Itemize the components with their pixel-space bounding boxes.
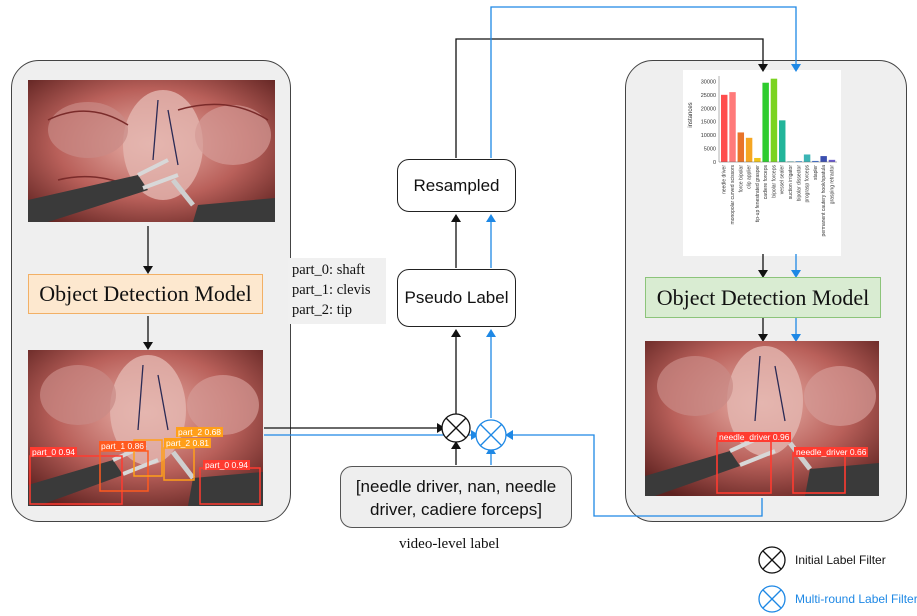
histogram-x-label: monopolar curved scissors <box>730 165 736 225</box>
right-object-detection-model: Object Detection Model <box>645 277 881 318</box>
histogram-bar <box>795 161 803 162</box>
parts-legend-line-2: part_2: tip <box>292 302 353 318</box>
right-detection-1-name: needle_driver <box>719 432 771 442</box>
video-level-label-caption: video-level label <box>399 536 499 553</box>
right-detection-2-score: 0.66 <box>849 447 867 457</box>
histogram-x-label: permanent cautery hook/spatula <box>821 165 827 237</box>
arrow-image-to-left-model <box>143 226 153 274</box>
histogram-bar <box>762 82 769 162</box>
histogram-x-label: force bipolar <box>738 165 744 193</box>
surgical-image-input <box>28 80 275 222</box>
histogram-x-label: bipolar forceps <box>771 165 777 198</box>
surgical-image-instrument-detections <box>645 341 879 496</box>
legend-initial-filter-icon <box>758 546 786 574</box>
left-detection-5-name: part_0 <box>205 460 230 470</box>
histogram-bar <box>803 154 811 162</box>
right-detection-1-score: 0.96 <box>772 432 790 442</box>
histogram-bar <box>820 156 827 162</box>
legend-multi-round-filter-icon <box>758 585 786 613</box>
left-detection-4-score: 0.81 <box>192 438 210 448</box>
left-detection-label-5: part_0 0.94 <box>203 460 251 470</box>
histogram-y-tick: 0 <box>713 160 716 166</box>
histogram-bar <box>729 92 736 162</box>
histogram-x-label: stapler <box>813 165 819 180</box>
left-detection-1-score: 0.94 <box>58 447 76 457</box>
histogram-x-label: bipolar dissector <box>796 165 802 202</box>
surgical-image-part-detections <box>28 350 263 506</box>
class-histogram: 0 5000 10000 15000 20000 25000 30000 instances… <box>683 70 841 256</box>
pseudo-label-box: Pseudo Label <box>397 269 516 327</box>
left-detection-2-score: 0.86 <box>127 441 145 451</box>
histogram-bar <box>779 120 786 162</box>
parts-legend-line-1: part_1: clevis <box>292 282 371 298</box>
left-detection-label-2: part_1 0.86 <box>99 441 147 451</box>
left-detection-4-name: part_2 <box>166 438 191 448</box>
histogram-bar <box>770 78 778 162</box>
histogram-x-label: vessel sealer <box>780 165 786 195</box>
histogram-y-tick: 20000 <box>701 106 716 112</box>
left-detection-3-name: part_2 <box>178 427 203 437</box>
initial-label-filter-icon <box>441 413 471 443</box>
resampled-box: Resampled <box>397 159 516 212</box>
left-detection-label-3: part_2 0.68 <box>176 427 224 437</box>
parts-legend: part_0: shaft part_1: clevis part_2: tip <box>288 258 386 324</box>
histogram-y-tick: 25000 <box>701 93 716 99</box>
histogram-x-label: clip applier <box>747 165 753 189</box>
left-model-label: Object Detection Model <box>39 281 252 306</box>
right-detection-2-name: needle_driver <box>796 447 848 457</box>
left-detection-1-name: part_0 <box>32 447 57 457</box>
resampled-label: Resampled <box>413 175 500 195</box>
video-level-label-box: [needle driver, nan, needle driver, cadi… <box>340 466 572 528</box>
histogram-bar <box>745 137 753 162</box>
histogram-y-axis-label: instances <box>688 102 694 127</box>
legend-multi-round-filter-label: Multi-round Label Filter <box>795 592 917 606</box>
left-detection-5-score: 0.94 <box>231 460 249 470</box>
arrows-right-model-to-output <box>758 318 801 342</box>
histogram-bar <box>828 159 836 162</box>
histogram-x-label: prograsp forceps <box>805 165 811 203</box>
right-detection-label-2: needle_driver 0.66 <box>794 447 869 457</box>
right-model-label: Object Detection Model <box>656 284 870 310</box>
video-level-label-text: [needle driver, nan, needle driver, cadi… <box>355 477 557 519</box>
left-detection-label-1: part_0 0.94 <box>30 447 78 457</box>
histogram-bar <box>737 132 745 162</box>
left-object-detection-model: Object Detection Model <box>28 274 263 314</box>
histogram-x-label: suction irrigator <box>788 165 794 200</box>
histogram-x-label: tip-up fenestrated grasper <box>755 165 761 223</box>
histogram-bar <box>812 160 819 162</box>
legend-initial-filter-text: Initial Label Filter <box>795 553 886 567</box>
histogram-x-label: needle driver <box>722 165 728 194</box>
multi-round-label-filter-icon <box>475 419 507 451</box>
arrows-histogram-to-right-model <box>758 254 801 278</box>
left-detection-label-4: part_2 0.81 <box>164 438 212 448</box>
arrow-left-model-to-output <box>143 316 153 350</box>
video-level-caption-text: video-level label <box>399 536 500 552</box>
histogram-bar <box>754 157 761 162</box>
legend-multi-round-filter-text: Multi-round Label Filter <box>795 592 917 606</box>
histogram-y-tick: 5000 <box>704 147 716 153</box>
left-detection-2-name: part_1 <box>101 441 126 451</box>
histogram-x-label: grasping retractor <box>829 165 835 205</box>
histogram-y-tick: 30000 <box>701 79 716 85</box>
pseudo-label-text: Pseudo Label <box>404 288 509 307</box>
right-detection-label-1: needle_driver 0.96 <box>717 432 792 442</box>
histogram-bar <box>721 94 728 162</box>
histogram-y-tick: 10000 <box>701 133 716 139</box>
legend-initial-filter-label: Initial Label Filter <box>795 553 886 567</box>
left-detection-3-score: 0.68 <box>204 427 222 437</box>
histogram-x-label: cadiere forceps <box>763 165 769 200</box>
histogram-y-tick: 15000 <box>701 120 716 126</box>
parts-legend-line-0: part_0: shaft <box>292 262 365 278</box>
